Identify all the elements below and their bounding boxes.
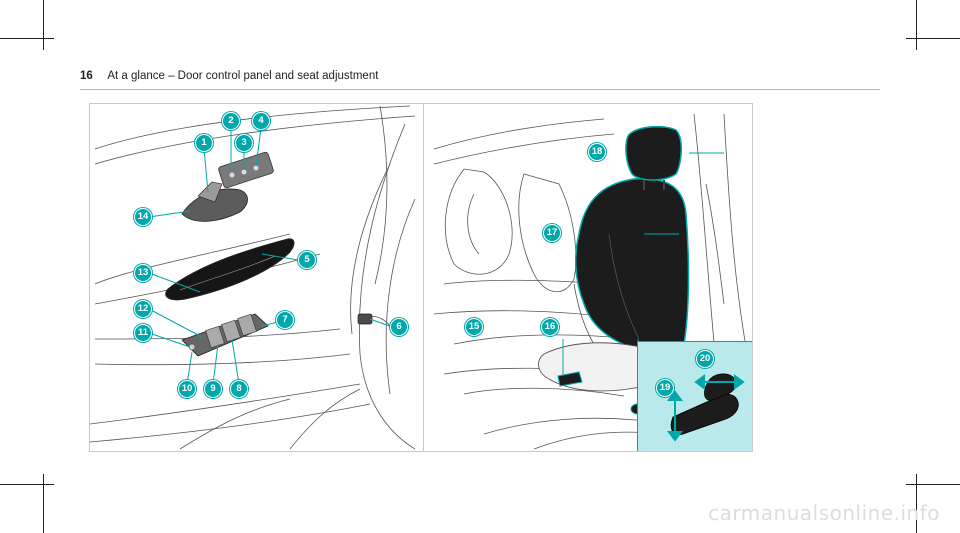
crop-mark (916, 474, 917, 533)
panel-divider (423, 104, 424, 451)
crop-mark (906, 484, 960, 485)
callout-10: 10 (178, 380, 196, 398)
callout-8: 8 (230, 380, 248, 398)
callout-19: 19 (656, 379, 674, 397)
crop-mark (0, 484, 54, 485)
crop-mark (0, 38, 54, 39)
callout-6: 6 (390, 318, 408, 336)
callout-13: 13 (134, 264, 152, 282)
callout-11: 11 (134, 324, 152, 342)
callout-7: 7 (276, 311, 294, 329)
crop-mark (43, 0, 44, 50)
callout-4: 4 (252, 112, 270, 130)
seat-illustration (424, 104, 752, 451)
callout-2: 2 (222, 112, 240, 130)
page-title: At a glance – Door control panel and sea… (107, 70, 379, 82)
callout-16: 16 (541, 318, 559, 336)
callout-5: 5 (298, 251, 316, 269)
page-header: 16 At a glance – Door control panel and … (80, 70, 880, 88)
seat-switch-inset (637, 341, 752, 451)
crop-mark (43, 474, 44, 533)
callout-3: 3 (235, 134, 253, 152)
callout-1: 1 (195, 134, 213, 152)
page-number: 16 (80, 70, 93, 82)
door-panel-illustration (90, 104, 423, 451)
callout-15: 15 (465, 318, 483, 336)
callout-14: 14 (134, 208, 152, 226)
callout-9: 9 (204, 380, 222, 398)
watermark: carmanualsonline.info (708, 501, 940, 525)
callout-12: 12 (134, 300, 152, 318)
callout-17: 17 (543, 224, 561, 242)
illustration-frame: 1 2 3 4 5 6 7 8 9 10 11 12 13 14 15 16 1… (89, 103, 753, 452)
crop-mark (906, 38, 960, 39)
callout-20: 20 (696, 350, 714, 368)
callout-18: 18 (588, 143, 606, 161)
crop-mark (916, 0, 917, 50)
header-divider (80, 89, 880, 90)
